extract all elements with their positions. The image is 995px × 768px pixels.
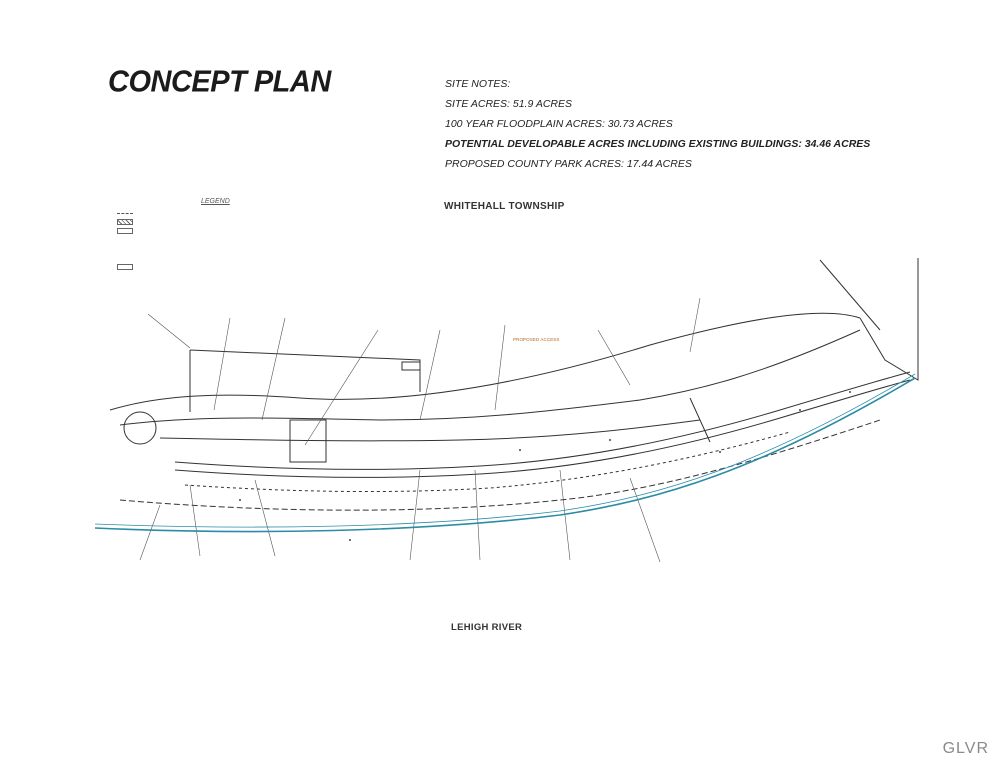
watermark: GLVR [942, 740, 989, 757]
site-inner-boundary [119, 329, 861, 426]
developable-acres-note: POTENTIAL DEVELOPABLE ACRES INCLUDING EX… [445, 138, 871, 150]
property-line-swatch [117, 212, 133, 214]
river-bank-line [94, 377, 916, 533]
leader-line [254, 479, 276, 557]
river-label: LEHIGH RIVER [451, 622, 523, 633]
parcel-line [689, 397, 701, 421]
legend-item [117, 208, 139, 218]
leader-line [147, 313, 191, 349]
access-road [159, 419, 701, 442]
northeast-boundary [819, 259, 881, 331]
proposed-access-label: PROPOSED ACCESS [513, 337, 560, 342]
site-notes: SITE NOTES: SITE ACRES: 51.9 ACRES 100 Y… [445, 74, 905, 174]
leader-line [261, 317, 286, 421]
cul-de-sac [123, 411, 157, 445]
legend-item [117, 226, 139, 236]
survey-point [849, 391, 851, 393]
page-title: CONCEPT PLAN [108, 65, 331, 99]
site-acres-note: SITE ACRES: 51.9 ACRES [445, 98, 573, 110]
survey-point [519, 449, 521, 451]
survey-point [609, 439, 611, 441]
site-outer-boundary [109, 312, 861, 411]
leader-line [494, 324, 506, 411]
trail-line [184, 431, 791, 493]
leader-line [629, 477, 661, 563]
site-linework [109, 258, 919, 511]
leader-line [189, 484, 201, 557]
trail-line [174, 371, 911, 470]
park-entrance-lot [289, 419, 327, 463]
floodplain-swatch [117, 228, 133, 234]
leader-line [474, 469, 481, 561]
leader-line [409, 469, 421, 561]
river-edge [94, 373, 916, 533]
leader-line [139, 504, 161, 561]
county-park-note: PROPOSED COUNTY PARK ACRES: 17.44 ACRES [445, 158, 692, 170]
leader-line [419, 329, 441, 421]
legend-item [117, 262, 139, 272]
parcel-line [189, 349, 421, 392]
east-boundary [859, 258, 919, 381]
county-land-swatch [117, 264, 133, 270]
leader-lines [139, 297, 701, 563]
survey-point [719, 451, 721, 453]
existing-building [401, 361, 421, 371]
floodway-swatch [117, 219, 133, 225]
survey-point [799, 409, 801, 411]
parcel-line [699, 419, 711, 443]
survey-point [349, 539, 351, 541]
trail-line [174, 379, 911, 478]
leader-line [304, 329, 379, 446]
site-notes-heading: SITE NOTES: [445, 78, 511, 90]
township-label: WHITEHALL TOWNSHIP [444, 201, 565, 212]
legend-title: LEGEND [201, 198, 230, 205]
river-bank-line [94, 373, 916, 528]
legend-item [117, 217, 139, 227]
survey-points [239, 391, 851, 541]
legend: LEGEND [115, 198, 335, 278]
leader-line [213, 317, 231, 411]
survey-point [239, 499, 241, 501]
leader-line [689, 297, 701, 353]
leader-line [597, 329, 631, 386]
floodplain-note: 100 YEAR FLOODPLAIN ACRES: 30.73 ACRES [445, 118, 673, 130]
